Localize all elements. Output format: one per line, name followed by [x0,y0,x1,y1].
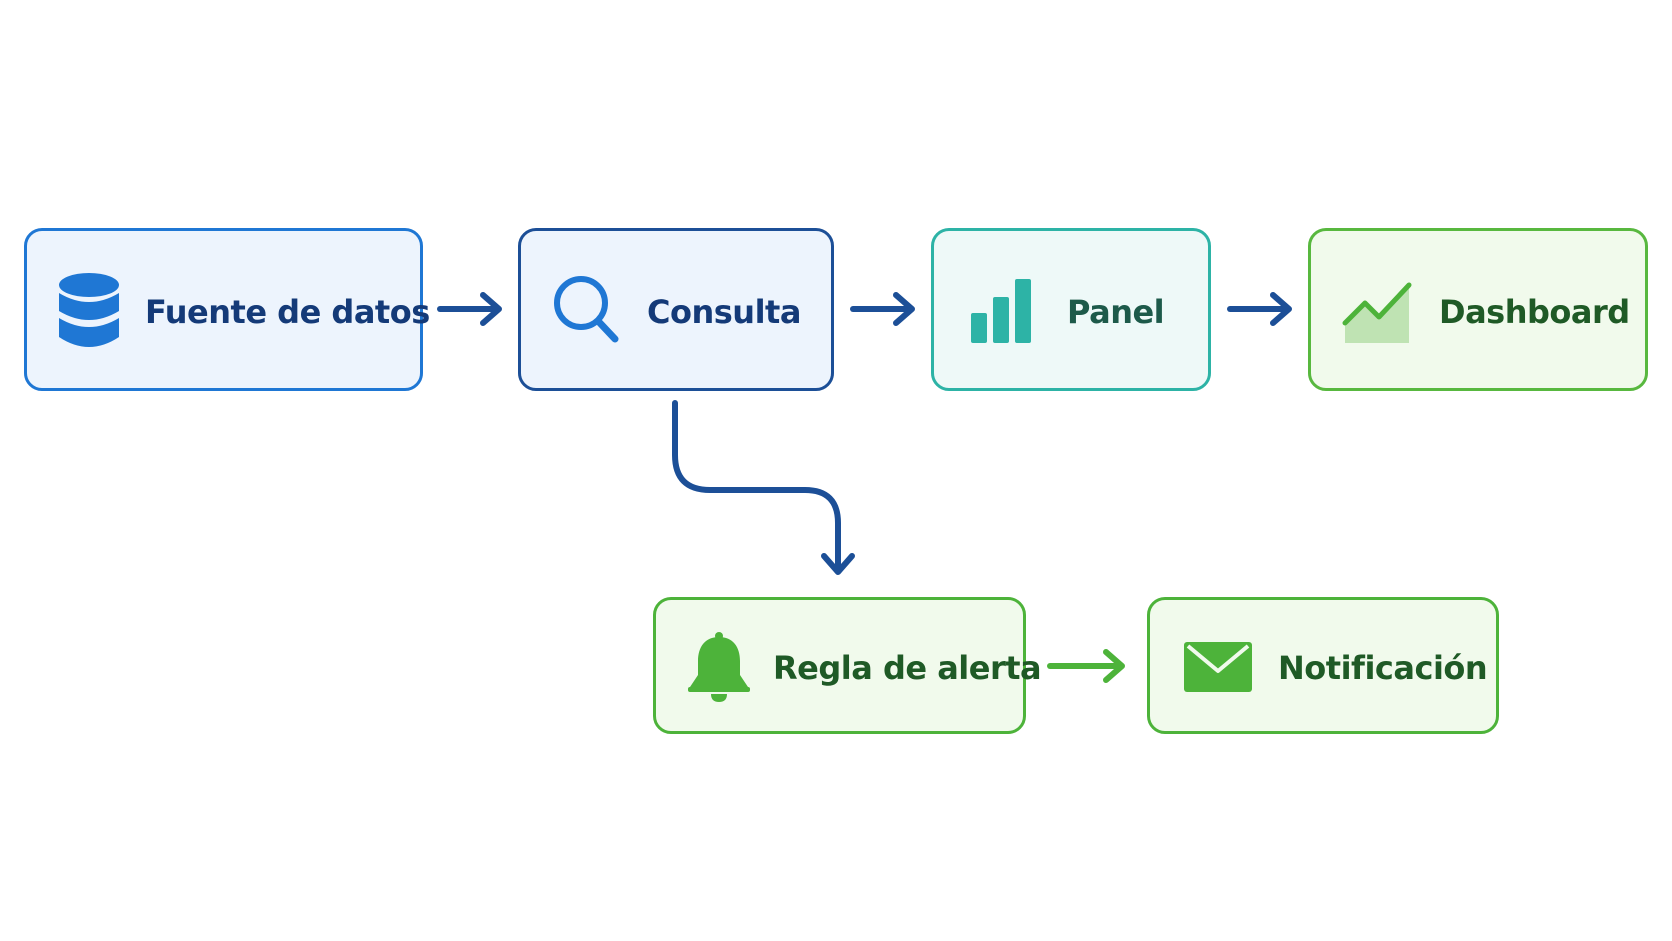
node-data-source[interactable]: Fuente de datos [24,228,430,391]
edge-source-query [437,292,502,326]
node-label: Notificación [1278,649,1488,687]
edge-panel-dashboard [1227,292,1292,326]
edge-query-alert [672,400,855,575]
node-label: Fuente de datos [145,293,430,331]
search-icon [554,276,619,343]
bar-chart-icon [971,279,1031,343]
node-query[interactable]: Consulta [518,228,834,391]
node-dashboard[interactable]: Dashboard [1308,228,1648,391]
node-alert-rule[interactable]: Regla de alerta [653,597,1042,734]
line-chart-icon [1342,282,1412,343]
bell-icon [688,632,750,702]
node-label: Panel [1067,293,1165,331]
edge-alert-notification [1047,649,1125,683]
node-label: Regla de alerta [773,649,1042,687]
node-notification[interactable]: Notificación [1147,597,1499,734]
edge-query-panel [850,292,915,326]
envelope-icon [1184,642,1252,692]
node-label: Consulta [647,293,801,331]
node-panel[interactable]: Panel [931,228,1211,391]
node-label: Dashboard [1439,293,1630,331]
database-icon [59,273,119,347]
